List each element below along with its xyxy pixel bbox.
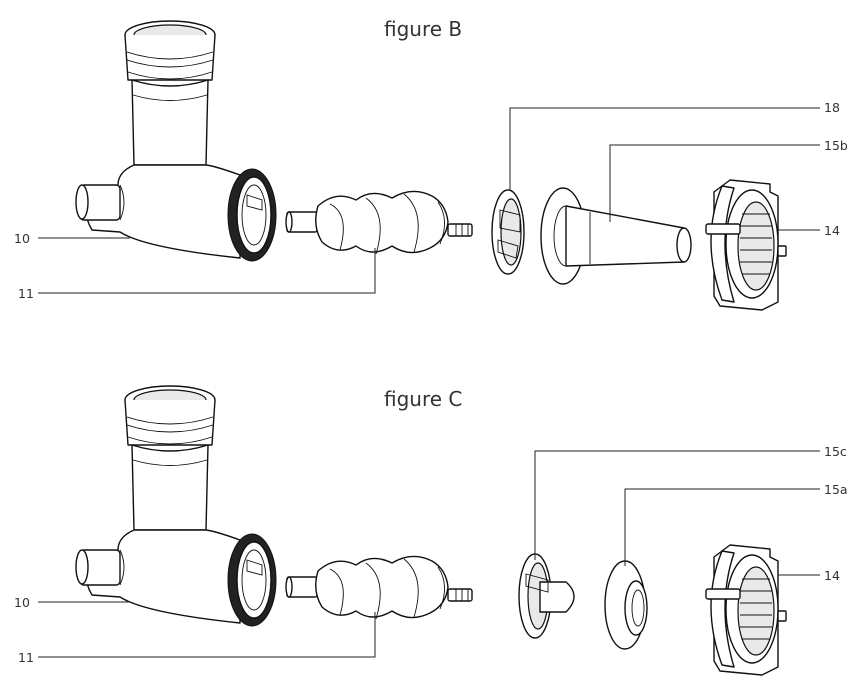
figure-c-label-14: 14 — [824, 568, 840, 583]
figure-c-leaders — [38, 450, 820, 658]
figure-b-part-18 — [491, 189, 525, 275]
figure-b-leaders — [38, 107, 820, 294]
figure-c-part-15c — [518, 553, 575, 639]
figure-b-auger-part-11 — [285, 190, 473, 255]
figure-b-label-18: 18 — [824, 100, 840, 115]
figure-b-label-15b: 15b — [824, 138, 848, 153]
figure-c-auger-part-11 — [285, 555, 473, 620]
figure-c-ring-part-14 — [705, 544, 787, 676]
figure-c-label-11: 11 — [18, 650, 34, 665]
figure-b-title: figure B — [384, 17, 462, 41]
figure-b-label-14: 14 — [824, 223, 840, 238]
figure-c-label-10: 10 — [14, 595, 30, 610]
figure-b-label-11: 11 — [18, 286, 34, 301]
figure-b-ring-part-14 — [705, 179, 787, 311]
figure-c-label-15c: 15c — [824, 444, 847, 459]
figure-c-title: figure C — [384, 387, 462, 411]
figure-c-housing-part-10 — [75, 385, 277, 627]
figure-b-part-15b — [540, 187, 692, 285]
figure-c-label-15a: 15a — [824, 482, 848, 497]
figure-b-housing-part-10 — [75, 20, 277, 262]
figure-c-part-15a — [604, 560, 648, 650]
figure-b-label-10: 10 — [14, 231, 30, 246]
